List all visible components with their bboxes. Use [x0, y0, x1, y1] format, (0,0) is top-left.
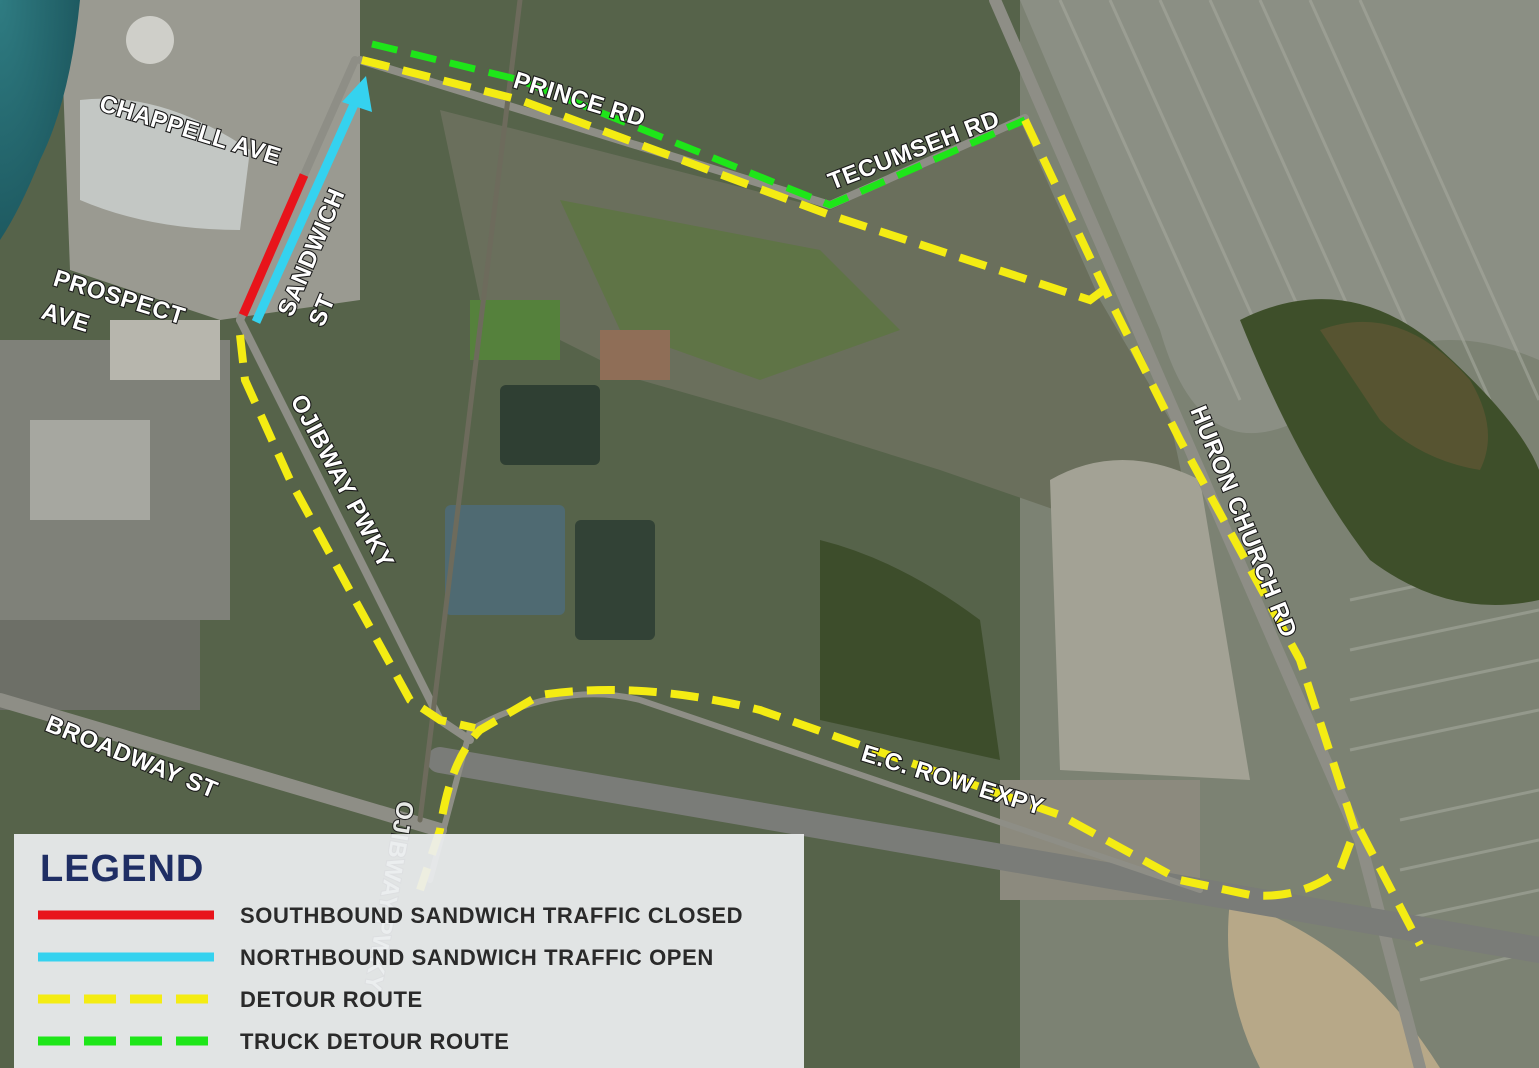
legend-swatch-yellow-dashed [38, 994, 214, 1004]
legend-label: DETOUR ROUTE [240, 987, 423, 1012]
legend-item-southbound-closed: SOUTHBOUND SANDWICH TRAFFIC CLOSED [36, 900, 796, 930]
sandwich-southbound-closed-line [238, 173, 309, 317]
northbound-arrow-icon [342, 76, 372, 112]
legend-item-truck-detour-route: TRUCK DETOUR ROUTE [36, 1026, 796, 1056]
legend-label: TRUCK DETOUR ROUTE [240, 1029, 510, 1054]
legend-panel: LEGEND SOUTHBOUND SANDWICH TRAFFIC CLOSE… [14, 834, 804, 1068]
legend-swatch-red-line [38, 910, 214, 920]
legend-label: NORTHBOUND SANDWICH TRAFFIC OPEN [240, 945, 714, 970]
industrial-area-west [0, 0, 360, 710]
legend-item-detour-route: DETOUR ROUTE [36, 984, 796, 1014]
legend-swatch-cyan-line [38, 952, 214, 962]
wetland-ponds [445, 300, 670, 640]
detour-route [236, 56, 1424, 947]
legend-item-northbound-open: NORTHBOUND SANDWICH TRAFFIC OPEN [36, 942, 796, 972]
legend-label: SOUTHBOUND SANDWICH TRAFFIC CLOSED [240, 903, 744, 928]
legend-title: LEGEND [40, 848, 205, 890]
autumn-trees [1320, 321, 1488, 470]
detroit-river [0, 0, 80, 240]
sandwich-northbound-open-line [251, 76, 372, 324]
legend-swatch-green-dashed [38, 1036, 214, 1046]
